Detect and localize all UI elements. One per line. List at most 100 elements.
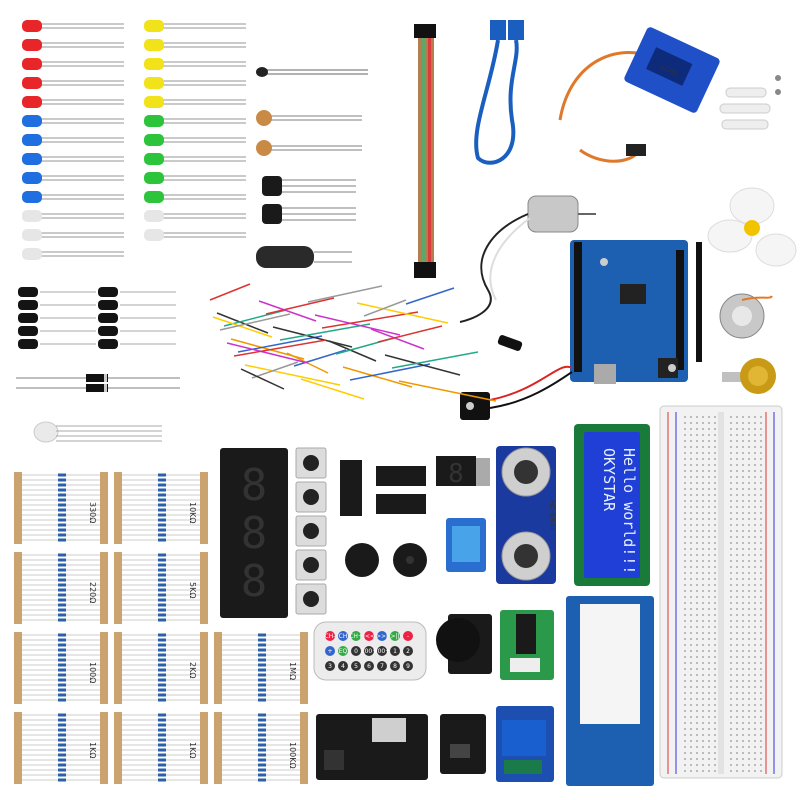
remote-button-label: CH+ — [349, 633, 363, 640]
servo-horns — [719, 75, 781, 130]
remote-button-label: EQ — [339, 648, 348, 655]
remote-button — [325, 661, 335, 671]
remote-button-label: >|| — [390, 633, 399, 640]
resistor-value-label: 10KΩ — [188, 502, 197, 524]
resistor-tape — [14, 552, 22, 624]
led — [22, 77, 42, 89]
led — [144, 172, 164, 184]
resistor-tape — [100, 632, 108, 704]
svg-text:8: 8 — [241, 460, 268, 511]
led — [144, 134, 164, 146]
capacitor — [98, 326, 118, 336]
resistor-tape — [114, 632, 122, 704]
svg-text:8: 8 — [241, 556, 268, 607]
led — [22, 248, 42, 260]
resistor-tape — [114, 712, 122, 784]
led — [22, 134, 42, 146]
led — [144, 229, 164, 241]
led — [22, 172, 42, 184]
remote-button-label: 200+ — [374, 648, 390, 655]
led — [144, 210, 164, 222]
remote-button-label: 7 — [380, 663, 384, 670]
led — [22, 191, 42, 203]
remote-button — [403, 661, 413, 671]
diodes — [16, 374, 180, 392]
remote-button — [364, 631, 374, 641]
resistor-tape — [200, 552, 208, 624]
remote-button-label: 6 — [367, 663, 371, 670]
led — [22, 229, 42, 241]
svg-text:HC-SR04: HC-SR04 — [548, 500, 556, 531]
resistor-tape — [214, 632, 222, 704]
led — [22, 20, 42, 32]
remote-button — [390, 661, 400, 671]
resistor-tape — [100, 712, 108, 784]
led — [144, 58, 164, 70]
resistor-value-label: 2KΩ — [188, 662, 197, 678]
remote-button — [377, 631, 387, 641]
resistor-tape — [200, 472, 208, 544]
capacitor — [18, 287, 38, 297]
potentiometer — [722, 358, 776, 394]
remote-button — [351, 631, 361, 641]
stepper-driver — [500, 610, 554, 680]
remote-button-label: CH- — [325, 633, 336, 640]
led — [144, 115, 164, 127]
remote-button — [403, 631, 413, 641]
dc-motor — [459, 195, 596, 323]
prototype-shield — [566, 596, 654, 786]
remote-button-label: 3 — [328, 663, 332, 670]
resistor-value-label: 330Ω — [88, 502, 97, 523]
resistor-tape — [114, 472, 122, 544]
remote-button-label: - — [407, 633, 409, 640]
led — [144, 39, 164, 51]
remote-button — [325, 631, 335, 641]
buzzers — [345, 543, 427, 577]
rgb-led — [33, 421, 162, 443]
remote-button-label: 100+ — [361, 648, 377, 655]
lcd-line-1: OKYSTAR — [600, 448, 618, 512]
remote-button — [325, 646, 335, 656]
resistor-tape — [214, 712, 222, 784]
uno-board — [570, 240, 688, 384]
remote-button-label: 4 — [341, 663, 345, 670]
remote-button — [351, 646, 361, 656]
seven-segment-1digit: 8 — [436, 456, 490, 489]
resistor-tape — [300, 712, 308, 784]
remote-button-label: 9 — [406, 663, 410, 670]
remote-button — [403, 646, 413, 656]
pin-header — [696, 242, 702, 362]
small-sensors — [256, 67, 368, 268]
capacitor — [98, 287, 118, 297]
resistor-value-label: 100KΩ — [288, 742, 297, 769]
remote-button — [390, 631, 400, 641]
thermistor — [256, 67, 268, 77]
joystick-module — [436, 614, 492, 674]
led — [144, 77, 164, 89]
resistor-value-label: 1KΩ — [88, 742, 97, 758]
remote-button — [338, 646, 348, 656]
led — [22, 96, 42, 108]
resistor-tape — [200, 632, 208, 704]
resistor-tape — [14, 472, 22, 544]
remote-button — [377, 646, 387, 656]
led — [22, 39, 42, 51]
remote-button-label: |<< — [363, 633, 375, 640]
remote-button — [377, 661, 387, 671]
remote-button-label: 1 — [393, 648, 397, 655]
resistor-value-label: 100Ω — [88, 662, 97, 683]
stepper-motor — [719, 293, 773, 339]
photoresistor — [256, 110, 362, 156]
battery-clip — [460, 335, 573, 420]
resistor-tape — [14, 632, 22, 704]
resistor-value-label: 5KΩ — [188, 582, 197, 598]
dht11-sensor — [446, 518, 486, 572]
remote-button — [351, 661, 361, 671]
capacitor — [98, 300, 118, 310]
lcd-line-2: Hello world!!! — [620, 448, 638, 574]
led — [22, 58, 42, 70]
capacitor — [18, 339, 38, 349]
remote-button — [390, 646, 400, 656]
capacitor — [18, 326, 38, 336]
